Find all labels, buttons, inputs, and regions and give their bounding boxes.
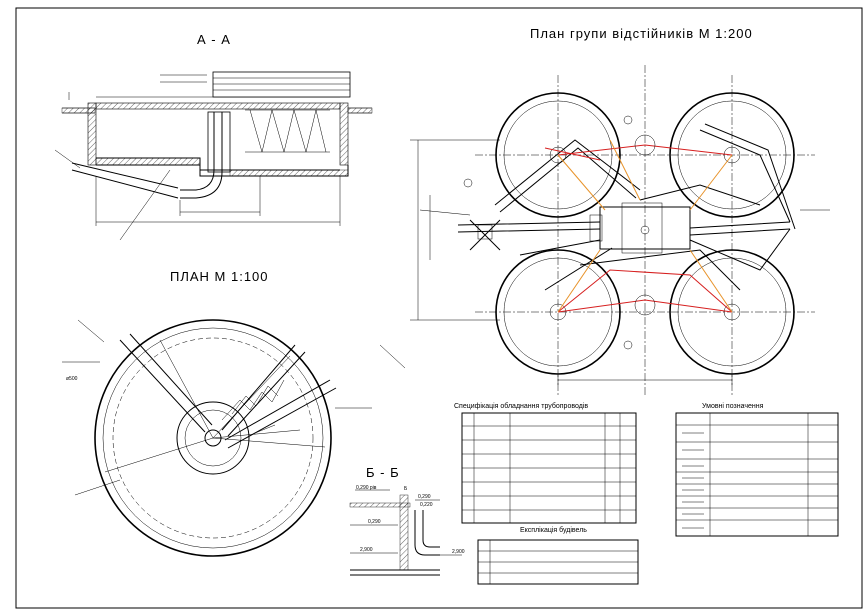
section-aa-drawing — [54, 71, 373, 241]
bb-level-3: 0,220 — [420, 502, 433, 508]
explication-title: Експлікація будівель — [520, 526, 587, 534]
sheet-frame — [15, 7, 863, 609]
bb-level-5: 2,900 — [360, 547, 373, 553]
plan-diameter-label: ø500 — [66, 376, 78, 382]
bb-level-4: 0,290 — [368, 519, 381, 525]
site-plan-title: План групи відстійників М 1:200 — [530, 26, 753, 41]
bb-level-6: 2,900 — [452, 549, 465, 555]
plan-circle-drawing: ø500 — [62, 319, 406, 557]
explication-table — [477, 539, 639, 585]
plan-title: ПЛАН М 1:100 — [170, 269, 269, 284]
legend-title: Умовні позначення — [702, 402, 764, 410]
spec-table — [461, 412, 637, 524]
section-bb-drawing — [349, 489, 462, 576]
site-plan-drawing — [410, 65, 830, 395]
section-aa-title: А - А — [197, 32, 231, 47]
bb-level-1: 0,290 рів — [356, 485, 377, 491]
legend-table — [675, 412, 839, 537]
spec-title: Специфікація обладнання трубопроводів — [454, 402, 588, 410]
bb-level-2: 0,290 — [418, 494, 431, 500]
bb-marker: Б — [404, 486, 408, 492]
section-bb-title: Б - Б — [366, 465, 400, 480]
